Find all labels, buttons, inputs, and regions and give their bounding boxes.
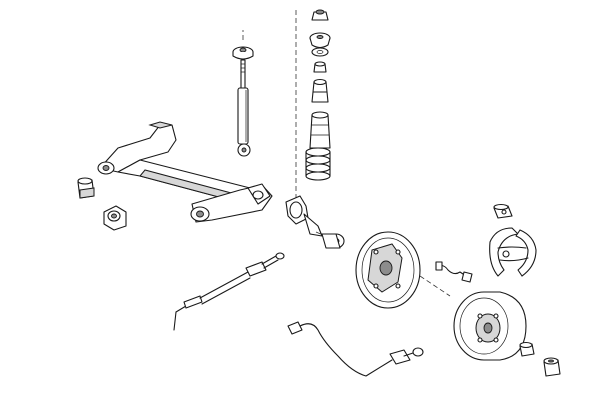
coil-spring-stack [295,9,331,216]
hub-nut [519,341,535,357]
shock-absorber [232,30,254,157]
rear-axle-beam [97,121,273,223]
wheel-bearing [543,357,561,377]
parking-brake-cable [173,252,285,331]
brake-backing-plate [355,231,451,309]
abs-sensor-cable [287,321,424,377]
brake-drum [453,291,527,361]
brake-shoes [489,227,537,277]
wheel-cylinder [493,203,513,219]
brake-hose [435,261,473,283]
axle-bushings [77,177,127,231]
wheel-hub-stub [285,195,345,249]
